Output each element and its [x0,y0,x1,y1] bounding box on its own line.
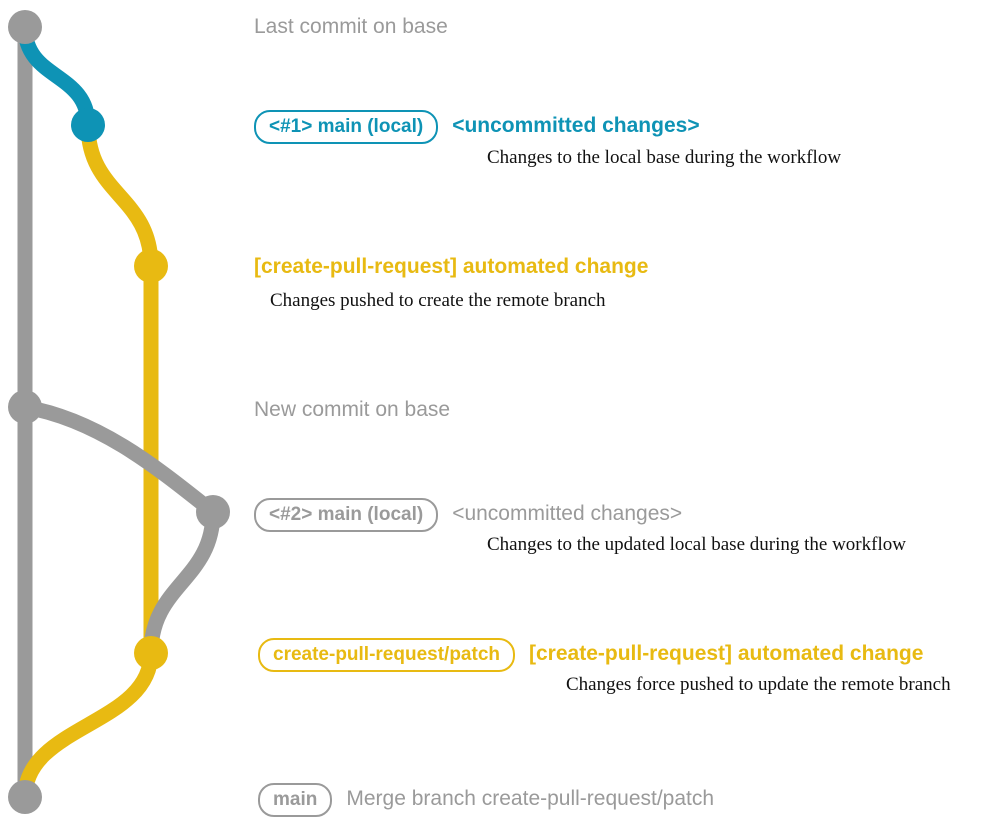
headline-last-commit-on-base: Last commit on base [254,15,448,38]
node-local-2[interactable] [196,495,230,529]
note-local-uncommitted-1: Changes to the local base during the wor… [487,147,842,168]
badge-create-pull-request-patch[interactable]: create-pull-request/patch [258,638,515,672]
node-base-last[interactable] [8,10,42,44]
note-automated-change-update: Changes force pushed to update the remot… [566,674,951,695]
node-patch-1[interactable] [134,249,168,283]
yellow-branch-edge-1 [80,117,159,274]
node-patch-2[interactable] [134,636,168,670]
gray-branch-edge-updated [17,399,221,520]
badge-main-local-1[interactable]: <#1> main (local) [254,110,439,144]
entry-automated-change-update: create-pull-request/patch [create-pull-r… [258,638,923,672]
blue-branch-edge [17,19,96,133]
subject-uncommitted-changes-1: <uncommitted changes> [452,114,700,137]
entry-local-uncommitted-1: <#1> main (local) <uncommitted changes> [254,110,700,144]
headline-new-commit-on-base: New commit on base [254,398,451,421]
entry-local-uncommitted-2: <#2> main (local) <uncommitted changes> [254,498,682,532]
node-base-new[interactable] [8,390,42,424]
subject-merge-branch: Merge branch create-pull-request/patch [346,787,715,810]
node-base-merge[interactable] [8,780,42,814]
note-automated-change-create: Changes pushed to create the remote bran… [270,290,606,311]
subject-uncommitted-changes-2: <uncommitted changes> [452,502,683,525]
yellow-merge-edge [17,645,159,805]
subject-automated-change-update: [create-pull-request] automated change [529,642,924,665]
badge-main-local-2[interactable]: <#2> main (local) [254,498,439,532]
note-local-uncommitted-2: Changes to the updated local base during… [487,534,906,555]
headline-automated-change-create: [create-pull-request] automated change [254,255,649,278]
node-local-1[interactable] [71,108,105,142]
badge-main[interactable]: main [258,783,333,817]
gray-branch-edge-to-patch [143,504,221,661]
entry-merge-branch: main Merge branch create-pull-request/pa… [258,783,714,817]
